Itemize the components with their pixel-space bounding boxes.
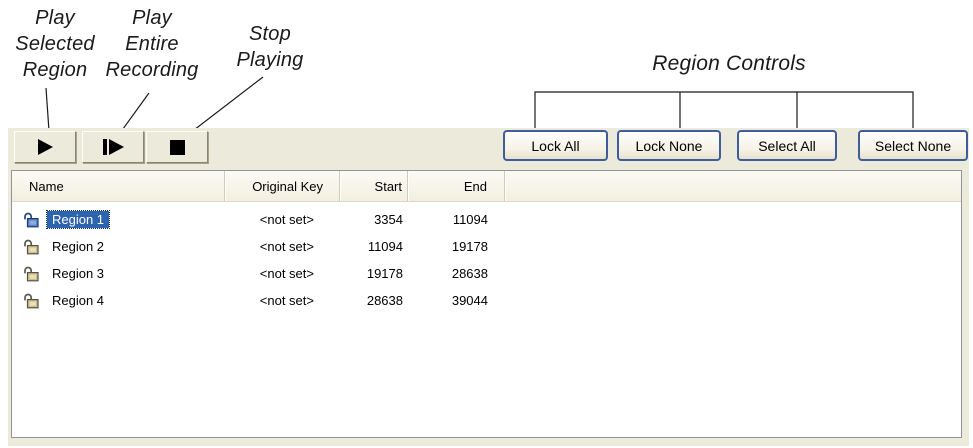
start-sample-value: 11094 [367,239,403,254]
play-icon [37,139,53,155]
play-entire-recording-button[interactable] [82,131,144,163]
callout-region-controls: Region Controls [652,52,806,75]
table-row[interactable]: Region 1 <not set> 3354 11094 [12,206,961,233]
end-sample-value: 28638 [451,266,488,281]
region-name-field[interactable]: Region 2 [52,239,105,254]
callout-play-selected-region: Play Selected Region [15,7,95,81]
select-all-label: Select All [758,137,816,154]
table-row[interactable]: Region 2 <not set> 11094 19178 [12,233,961,260]
select-none-button[interactable]: Select None [858,130,968,161]
stop-playing-button[interactable] [146,131,208,163]
stop-icon [169,139,185,155]
table-row[interactable]: Region 3 <not set> 19178 28638 [12,260,961,287]
region-list-panel: Name Original Key Start End Region 1 <no… [11,170,962,438]
column-header-start[interactable]: Start [340,171,408,201]
lock-all-button[interactable]: Lock All [503,130,608,161]
region-lock-icon[interactable] [22,238,40,255]
end-sample-value: 11094 [452,212,488,227]
region-lock-icon[interactable] [22,265,40,282]
callout-play-entire-recording: Play Entire Recording [105,7,199,81]
original-key-field[interactable]: <not set> [259,239,314,254]
region-name-field[interactable]: Region 1 [45,210,111,229]
region-name-field[interactable]: Region 4 [52,293,105,308]
end-sample-value: 39044 [451,293,488,308]
column-header-name[interactable]: Name [12,171,225,201]
region-rows: Region 1 <not set> 3354 11094 Region 2 <… [12,202,961,314]
region-lock-icon[interactable] [22,211,40,228]
column-header-row: Name Original Key Start End [12,171,961,202]
column-header-end[interactable]: End [408,171,505,201]
lock-none-label: Lock None [635,137,703,154]
end-sample-value: 19178 [451,239,488,254]
start-sample-value: 3354 [374,212,403,227]
select-none-label: Select None [874,137,952,154]
lock-none-button[interactable]: Lock None [617,130,721,161]
play-selected-region-button[interactable] [14,131,76,163]
original-key-field[interactable]: <not set> [259,293,314,308]
column-header-filler [505,171,961,201]
original-key-field[interactable]: <not set> [259,266,314,281]
callout-stop-playing: Stop Playing [236,23,304,71]
table-row[interactable]: Region 4 <not set> 28638 39044 [12,287,961,314]
column-header-original-key[interactable]: Original Key [225,171,340,201]
original-key-field[interactable]: <not set> [259,212,314,227]
select-all-button[interactable]: Select All [737,130,837,161]
start-sample-value: 28638 [366,293,403,308]
region-lock-icon[interactable] [22,292,40,309]
lock-all-label: Lock All [531,137,580,154]
start-sample-value: 19178 [366,266,403,281]
play-all-icon [102,139,124,155]
region-name-field[interactable]: Region 3 [52,266,105,281]
region-list-window: Lock All Lock None Select All Select Non… [8,128,969,446]
